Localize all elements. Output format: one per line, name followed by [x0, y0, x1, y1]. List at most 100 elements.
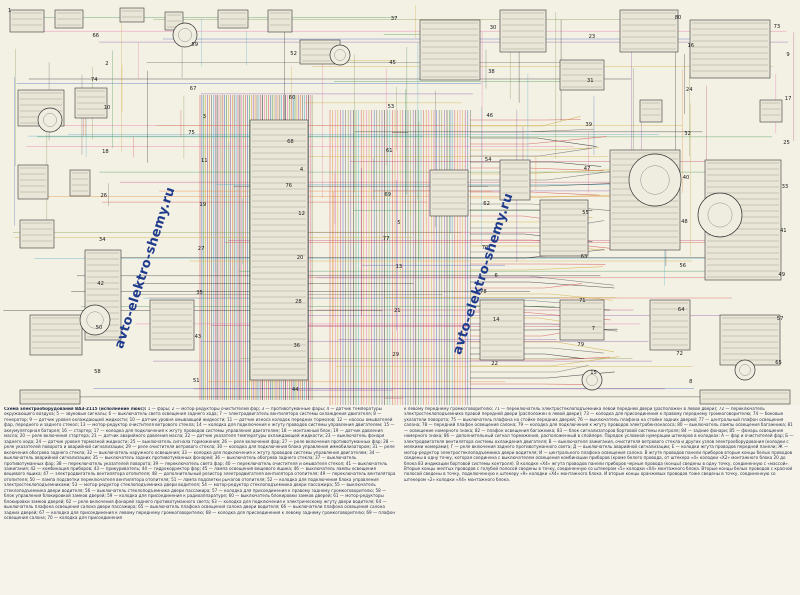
round-device	[329, 44, 351, 66]
component-number: 69	[384, 192, 391, 198]
component-block	[559, 299, 605, 341]
component-number: 52	[290, 51, 297, 57]
wire	[470, 161, 602, 167]
component-number: 8	[689, 379, 692, 385]
component-number: 75	[188, 130, 195, 136]
component-number: 57	[777, 316, 784, 322]
component-number: 5	[397, 220, 400, 226]
component-block	[9, 9, 45, 33]
component-number: 71	[579, 298, 586, 304]
component-number: 35	[196, 290, 203, 296]
wire	[470, 365, 589, 373]
component-number: 24	[686, 87, 693, 93]
component-number: 77	[383, 236, 390, 242]
component-number: 20	[297, 255, 304, 261]
component-number: 13	[396, 264, 403, 270]
component-number: 59	[191, 42, 198, 48]
component-block	[19, 219, 55, 249]
component-block	[249, 119, 309, 381]
component-block	[419, 19, 481, 81]
component-blocks	[9, 7, 791, 405]
component-block	[539, 199, 589, 257]
component-number: 58	[94, 369, 101, 375]
wire	[470, 119, 581, 121]
component-number: 50	[96, 325, 103, 331]
component-number: 60	[289, 95, 296, 101]
wire	[470, 128, 594, 133]
component-number: 19	[199, 202, 206, 208]
component-number: 54	[485, 157, 492, 163]
component-block	[29, 314, 83, 356]
component-number: 39	[585, 122, 592, 128]
component-number: 80	[675, 15, 682, 21]
round-device-inner	[707, 202, 733, 228]
wire	[470, 383, 594, 385]
component-number: 48	[681, 219, 688, 225]
component-number: 34	[99, 237, 106, 243]
component-number: 21	[394, 308, 401, 314]
wiring-diagram: 1234567891011121314151617181920212223242…	[3, 5, 795, 405]
round-device	[697, 192, 743, 238]
wire	[470, 170, 616, 181]
component-number: 33	[782, 184, 789, 190]
wire	[470, 147, 600, 151]
component-number: 11	[201, 158, 208, 164]
component-number: 49	[778, 272, 785, 278]
component-block	[759, 99, 783, 123]
component-number: 28	[295, 299, 302, 305]
component-number: 73	[774, 24, 781, 30]
component-number: 41	[780, 228, 787, 234]
component-block	[719, 314, 781, 366]
component-number: 10	[104, 105, 111, 111]
component-number: 55	[582, 210, 589, 216]
wire	[470, 281, 615, 289]
round-device	[37, 107, 63, 133]
component-block	[19, 389, 81, 405]
round-device-inner	[739, 364, 751, 376]
round-device-inner	[334, 49, 346, 61]
component-number: 25	[783, 140, 790, 146]
component-number: 74	[91, 77, 98, 83]
component-number: 44	[292, 387, 299, 393]
round-device	[628, 153, 682, 207]
component-number: 64	[678, 307, 685, 313]
wire	[470, 266, 603, 271]
component-number: 7	[592, 326, 595, 332]
component-block	[499, 159, 531, 201]
legend-title: Схема электрооборудования ВАЗ-2115 (испо…	[4, 407, 147, 412]
component-number: 78	[480, 289, 487, 295]
round-device-inner	[43, 113, 57, 127]
component-number: 1	[8, 8, 11, 14]
wire	[470, 183, 618, 187]
component-number: 22	[491, 361, 498, 367]
legend-text-left: 1 — фары; 2 — мотор-редукторы очистителе…	[4, 407, 396, 522]
component-block	[17, 164, 49, 200]
component-number: 27	[198, 246, 205, 252]
component-block	[689, 19, 771, 79]
component-number: 62	[483, 201, 490, 207]
component-number: 30	[490, 25, 497, 31]
component-number: 9	[786, 52, 789, 58]
round-device-inner	[178, 28, 192, 42]
component-block	[649, 299, 691, 351]
component-number: 70	[482, 245, 489, 251]
component-number: 15	[590, 370, 597, 376]
component-number: 32	[684, 131, 691, 137]
component-number: 61	[386, 148, 393, 154]
component-block	[267, 9, 293, 33]
component-number-labels: 1234567891011121314151617181920212223242…	[8, 8, 791, 393]
component-number: 66	[93, 33, 100, 39]
round-device-inner	[86, 311, 104, 329]
component-number: 42	[97, 281, 104, 287]
component-number: 63	[581, 254, 588, 260]
wire	[470, 275, 614, 286]
component-number: 2	[105, 61, 108, 67]
component-number: 68	[287, 139, 294, 145]
component-block	[479, 299, 525, 361]
component-number: 4	[300, 167, 304, 173]
wire	[470, 356, 620, 367]
component-number: 31	[587, 78, 594, 84]
component-block	[429, 169, 469, 217]
wire	[470, 293, 613, 301]
wire	[470, 191, 600, 196]
